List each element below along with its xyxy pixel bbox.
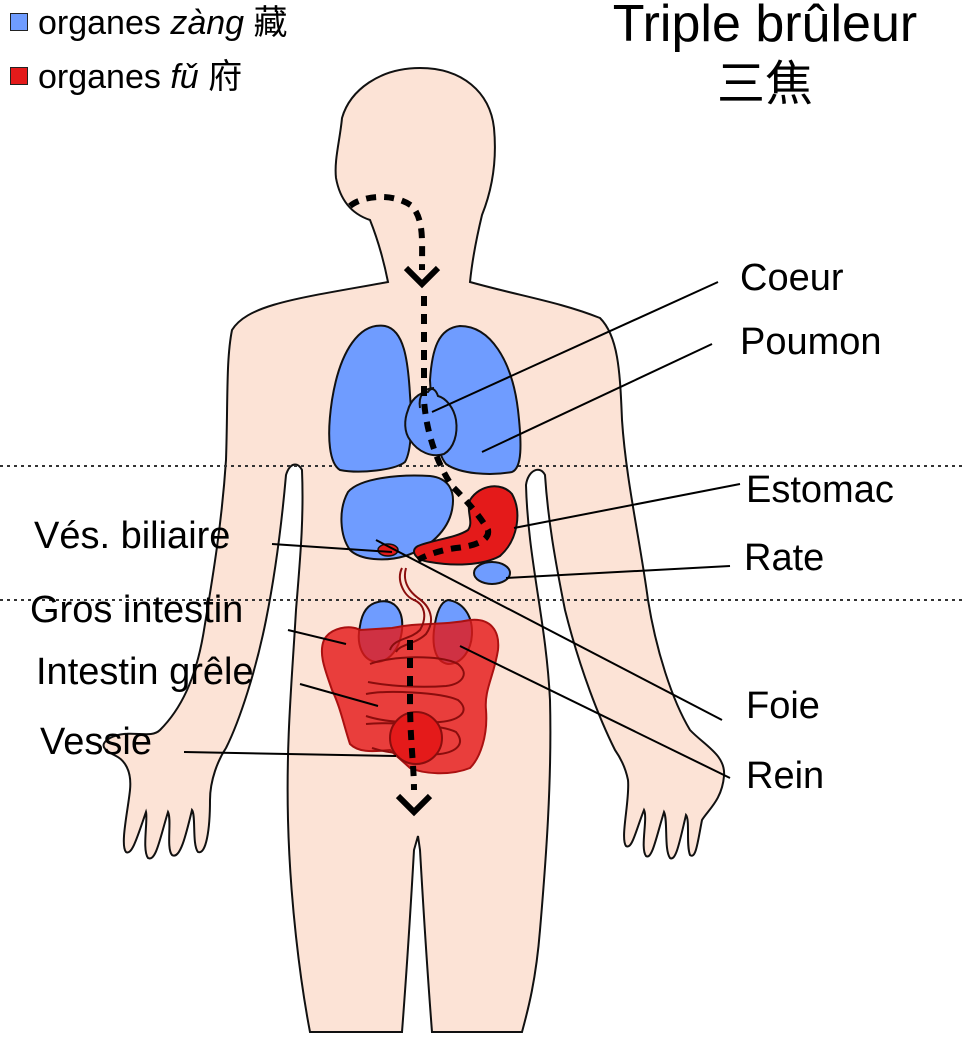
flow-path-mid <box>416 296 492 563</box>
leader-gros-intestin <box>287 629 347 645</box>
legend-fu-hanzi: 府 <box>208 57 243 97</box>
label-foie: Foie <box>746 685 820 727</box>
label-poumon: Poumon <box>740 321 882 363</box>
legend-zang-prefix: organes <box>38 4 161 42</box>
leader-rate <box>505 565 731 579</box>
label-vessie: Vessie <box>40 721 152 763</box>
label-intestin-grele: Intestin grêle <box>36 651 254 693</box>
spleen <box>473 561 511 585</box>
legend-item-zang: organes zàng 藏 <box>10 4 288 42</box>
legend-zang-term: zàng <box>170 4 245 42</box>
legend-fu-prefix: organes <box>38 58 161 96</box>
label-rate: Rate <box>744 537 825 579</box>
leader-rein <box>459 645 731 779</box>
stomach <box>413 485 519 566</box>
gallbladder <box>377 543 399 557</box>
label-estomac: Estomac <box>746 469 894 511</box>
legend-fu-term: fǔ <box>170 58 199 96</box>
lung-left <box>328 324 413 473</box>
legend-item-fu: organes fǔ 府 <box>10 58 242 96</box>
legend-zang-hanzi: 藏 <box>253 3 288 43</box>
label-rein: Rein <box>746 755 825 797</box>
bladder <box>389 711 443 765</box>
zang-swatch-icon <box>10 13 28 32</box>
leader-coeur <box>431 281 719 413</box>
flow-path-low <box>407 640 417 791</box>
heart <box>404 388 458 457</box>
leader-estomac <box>513 483 741 529</box>
label-coeur: Coeur <box>740 257 844 299</box>
leader-vessie <box>183 751 397 757</box>
leader-foie <box>375 539 723 721</box>
flow-arrow-top <box>403 265 441 289</box>
flow-arrow-bottom <box>395 793 433 817</box>
diagram-title: Triple brûleur <box>612 0 918 53</box>
fu-swatch-icon <box>10 67 28 86</box>
leader-poumon <box>481 343 713 453</box>
diagram-subtitle: 三焦 <box>716 56 813 112</box>
leader-ves-biliaire <box>271 543 393 553</box>
label-gros-intestin: Gros intestin <box>30 589 244 631</box>
leader-intestin-grele <box>299 683 379 707</box>
label-ves-biliaire: Vés. biliaire <box>34 515 231 557</box>
